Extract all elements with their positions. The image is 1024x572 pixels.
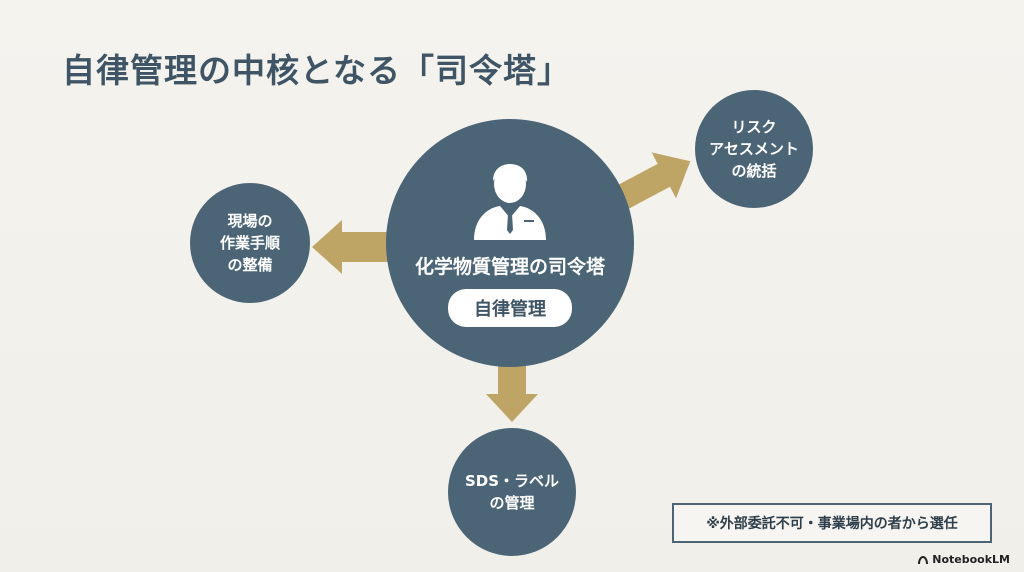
center-node: 化学物質管理の司令塔 自律管理 bbox=[386, 119, 634, 367]
note-box: ※外部委託不可・事業場内の者から選任 bbox=[672, 503, 992, 543]
node-sds-label-line2: の管理 bbox=[489, 494, 535, 512]
node-sds-label-line1: SDS・ラベル bbox=[464, 472, 560, 490]
arrow-left bbox=[312, 220, 390, 274]
node-work-procedures-line1: 現場の bbox=[227, 212, 273, 230]
notebooklm-logo-icon bbox=[918, 555, 929, 564]
node-sds-label: SDS・ラベル の管理 bbox=[448, 428, 576, 556]
center-badge: 自律管理 bbox=[448, 288, 572, 327]
node-risk-assessment: リスク アセスメント の統括 bbox=[695, 90, 813, 208]
brand-watermark: NotebookLM bbox=[917, 553, 1010, 566]
node-risk-assessment-line2: アセスメント bbox=[709, 140, 799, 158]
node-risk-assessment-line1: リスク bbox=[731, 118, 777, 136]
node-work-procedures-line2: 作業手順 bbox=[219, 234, 280, 252]
arrow-down bbox=[486, 362, 538, 422]
slide-title: 自律管理の中核となる「司令塔」 bbox=[62, 51, 572, 90]
center-title: 化学物質管理の司令塔 bbox=[414, 255, 605, 278]
person-icon bbox=[474, 163, 546, 240]
node-risk-assessment-line3: の統括 bbox=[731, 162, 777, 180]
node-work-procedures: 現場の 作業手順 の整備 bbox=[190, 183, 310, 303]
brand-text: NotebookLM bbox=[932, 553, 1010, 566]
node-work-procedures-line3: の整備 bbox=[227, 256, 273, 274]
arrow-right-shape bbox=[615, 152, 691, 210]
